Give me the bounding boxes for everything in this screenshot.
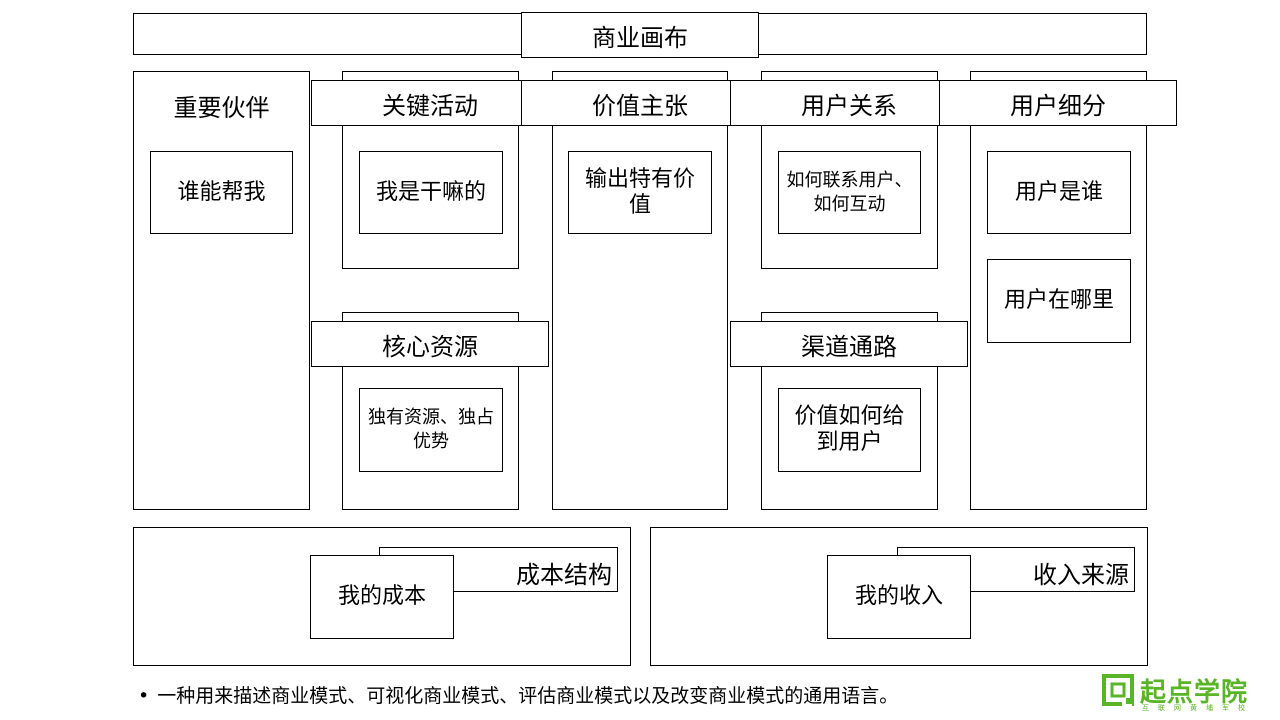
logo-mark-icon bbox=[1102, 674, 1134, 706]
resources-card: 独有资源、独占优势 bbox=[359, 388, 503, 472]
partners-card: 谁能帮我 bbox=[150, 151, 293, 234]
segments-header: 用户细分 bbox=[939, 80, 1177, 126]
value-header: 价值主张 bbox=[521, 80, 759, 126]
page-title: 商业画布 bbox=[521, 12, 759, 58]
revenue-card: 我的收入 bbox=[827, 555, 971, 639]
relationships-card: 如何联系用户、如何互动 bbox=[778, 151, 921, 234]
footnote-text: 一种用来描述商业模式、可视化商业模式、评估商业模式以及改变商业模式的通用语言。 bbox=[157, 685, 899, 707]
value-column bbox=[552, 71, 728, 510]
channels-card: 价值如何给到用户 bbox=[778, 388, 921, 472]
bullet: • bbox=[138, 685, 150, 707]
partners-column bbox=[133, 71, 310, 510]
logo: 起点学院 互联网黄埔军校 bbox=[1102, 672, 1272, 716]
resources-header: 核心资源 bbox=[311, 321, 549, 367]
partners-header: 重要伙伴 bbox=[173, 94, 270, 122]
logo-name: 起点学院 bbox=[1140, 678, 1249, 708]
cost-header: 成本结构 bbox=[516, 561, 612, 589]
logo-subtitle: 互联网黄埔军校 bbox=[1142, 704, 1254, 712]
segments-card-who: 用户是谁 bbox=[987, 151, 1131, 234]
channels-header: 渠道通路 bbox=[730, 321, 968, 367]
value-card: 输出特有价值 bbox=[568, 151, 712, 234]
activities-header: 关键活动 bbox=[311, 80, 549, 126]
cost-card: 我的成本 bbox=[310, 555, 454, 639]
footnote: • 一种用来描述商业模式、可视化商业模式、评估商业模式以及改变商业模式的通用语言。 bbox=[138, 681, 898, 708]
activities-card: 我是干嘛的 bbox=[359, 151, 503, 234]
revenue-header: 收入来源 bbox=[1033, 561, 1129, 589]
relationships-header: 用户关系 bbox=[730, 80, 968, 126]
segments-card-where: 用户在哪里 bbox=[987, 259, 1131, 343]
